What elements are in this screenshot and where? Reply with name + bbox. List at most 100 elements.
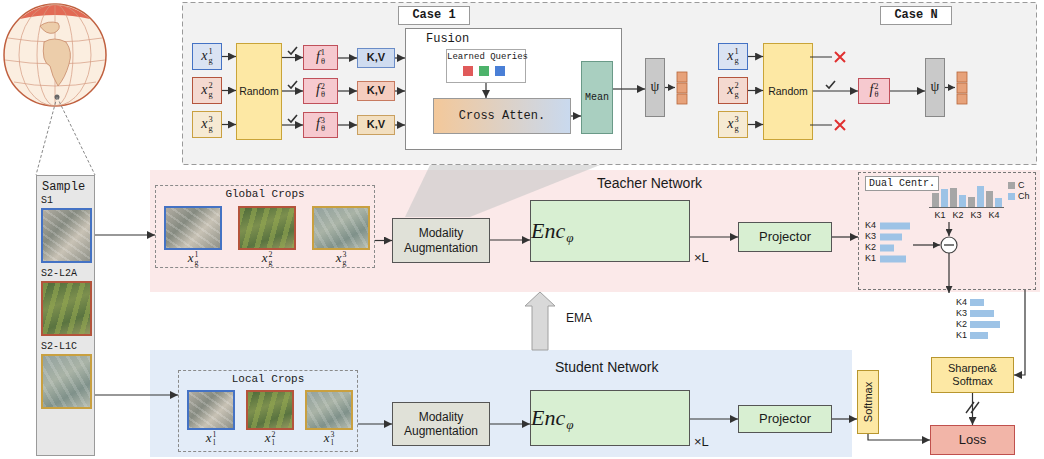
cross-attention: Cross Atten.: [433, 98, 571, 134]
satellite-image: [305, 390, 353, 430]
mean-pool: Mean: [581, 61, 613, 134]
globe: [4, 4, 106, 106]
meridian: [19, 4, 91, 106]
image-tile: xl1: [187, 390, 235, 447]
connector: [748, 90, 763, 91]
connector: [338, 124, 357, 125]
modality-augmentation: Modality Augmentation: [392, 218, 490, 263]
case-tag: Case 1: [398, 6, 470, 25]
satellite-image: [187, 390, 235, 430]
box-label: xg3: [727, 116, 738, 133]
repeat-label: ×L: [694, 434, 709, 450]
image-label: xg3: [312, 250, 370, 267]
image-label: xg1: [164, 250, 222, 267]
case-panel: [183, 3, 1037, 165]
box-label: fθ2: [869, 82, 878, 99]
box-label: xg2: [727, 82, 738, 99]
satellite-image: [312, 206, 370, 250]
modality-input: xg1: [192, 43, 222, 70]
connector: [282, 124, 303, 125]
box-label: Sharpen& Softmax: [932, 362, 1013, 388]
encoder-label: Encφ: [531, 201, 574, 268]
flow-arrow: [948, 222, 949, 236]
box-label: xg3: [201, 116, 212, 133]
connector: [222, 56, 236, 57]
box-label: K,V: [367, 51, 385, 64]
bar: [941, 189, 948, 207]
modality-input: xg2: [718, 77, 748, 104]
panel-title: Sample: [42, 180, 85, 194]
bar: [880, 234, 902, 241]
box-label: Modality Augmentation: [395, 410, 487, 439]
image-label: S2-L2A: [41, 267, 77, 281]
key-value: K,V: [357, 115, 395, 135]
axis: [929, 207, 1004, 208]
token: [957, 94, 967, 104]
center-bars: [880, 223, 910, 263]
bar: [986, 191, 993, 207]
box-label: Case 1: [412, 8, 455, 22]
output-tokens: [677, 72, 967, 104]
subtract-node: [941, 237, 957, 253]
box-label: Modality Augmentation: [395, 226, 487, 255]
bar: [995, 198, 1002, 207]
connector: [490, 239, 530, 240]
connector: [690, 236, 738, 237]
fusion-module: FusionLearned QueriesCross Atten.Mean: [405, 28, 622, 150]
image-label: xg2: [238, 250, 296, 267]
connector: [375, 240, 392, 241]
panel-title: Global Crops: [156, 188, 374, 200]
connector: [222, 90, 236, 91]
connector: [282, 57, 303, 58]
axis-label: K2: [865, 242, 876, 253]
box-label: K,V: [367, 118, 385, 131]
image-label: xl2: [246, 430, 294, 447]
token: [677, 94, 687, 104]
bar: [959, 195, 966, 207]
projection-head: ψ: [645, 58, 665, 117]
axis-label: K1: [865, 253, 876, 264]
softmax: Softmax: [857, 370, 879, 434]
panel-title: Local Crops: [179, 373, 357, 385]
parallel: [5, 38, 105, 86]
bar: [880, 256, 906, 263]
image-label: S2-L1C: [41, 340, 77, 354]
connector: [748, 124, 763, 125]
panel-title: Teacher Network: [597, 175, 702, 191]
panel-title: Dual Centr.: [865, 176, 939, 191]
box-label: Cross Atten.: [459, 109, 545, 123]
bar-chart: [929, 186, 1004, 208]
projector: Projector: [738, 405, 832, 433]
axis-label: K2: [956, 319, 967, 330]
box-label: ψ: [931, 79, 940, 96]
legend-label: Ch: [1018, 191, 1030, 202]
connector: [490, 423, 530, 424]
projection-head: ψ: [925, 58, 945, 117]
query-token: [495, 66, 505, 76]
image-tile: xg1: [164, 206, 222, 267]
legend-swatch: [1008, 182, 1015, 189]
zoom-line: [36, 97, 95, 175]
panel-title: Student Network: [555, 359, 659, 375]
satellite-image: [41, 281, 92, 336]
bar: [970, 310, 994, 317]
ema-arrow: [525, 292, 555, 350]
random-selector: Random: [236, 43, 282, 140]
connector: [395, 90, 405, 91]
modality-input: xg2: [192, 77, 222, 104]
axis-label: K4: [988, 210, 999, 221]
case-tag: Case N: [880, 6, 952, 25]
student-network: Student NetworkLocal Cropsxl1xl2xl3Modal…: [150, 350, 852, 457]
key-value: K,V: [357, 81, 395, 101]
encoder-label: Encφ: [531, 391, 574, 452]
box-label: xg1: [201, 48, 212, 65]
box-label: Case N: [894, 8, 937, 22]
zoom-wedge: [405, 165, 600, 217]
meridian: [37, 4, 73, 106]
connector: [890, 90, 925, 91]
connector: [1014, 290, 1025, 375]
image-tile: S2-L1C: [41, 340, 92, 409]
